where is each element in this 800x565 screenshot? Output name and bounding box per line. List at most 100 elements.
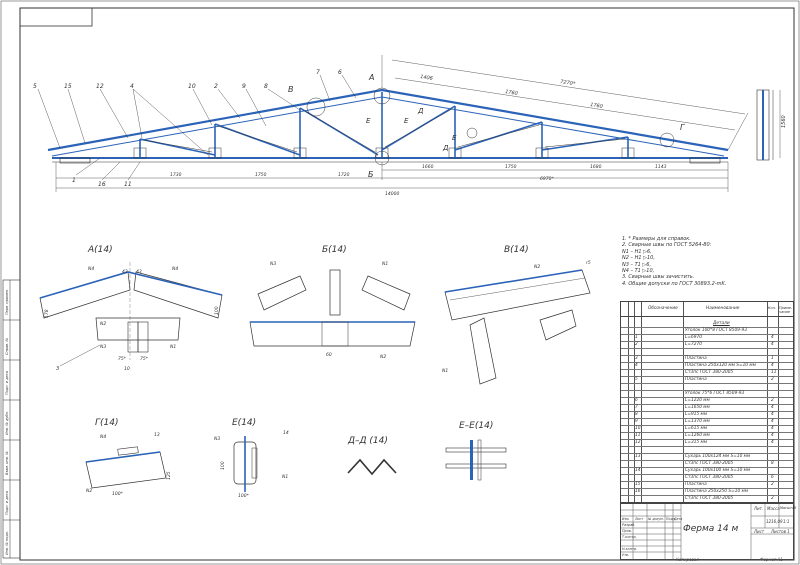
stamp-role: Т.контр. xyxy=(622,535,637,539)
truss-main-view: 1406 1760 1760 7270* 1560 1730 1750 1720… xyxy=(33,55,787,197)
detail-g: Г(14) N4 13 N2 100* 125 xyxy=(85,418,172,497)
side-stamp-label: Справ. № xyxy=(5,338,9,355)
note-line: 2. Сварные швы по ГОСТ 5264-80: xyxy=(622,242,712,249)
technical-notes: 1. * Размеры для справок. 2. Сварные швы… xyxy=(622,236,792,287)
callout-15: 15 xyxy=(64,83,72,90)
dim-label: r5 xyxy=(586,260,591,266)
side-stamp-label: Подп. и дата xyxy=(5,371,9,395)
stamp-sheet: Лист xyxy=(754,529,765,534)
detail-e-title: Е(14) xyxy=(232,418,256,428)
view-letter-a: А xyxy=(368,73,374,82)
note-line: 3. Сварные швы зачистить. xyxy=(622,274,695,281)
detail-ee-title: Е–Е(14) xyxy=(459,421,493,431)
view-letter-e: Е xyxy=(404,117,409,125)
callout-16: 16 xyxy=(98,181,106,188)
spec-header-designation: Обозначение xyxy=(648,306,678,311)
stamp-role: Утв. xyxy=(622,553,630,557)
drawing-title: Ферма 14 м xyxy=(683,524,739,534)
callout-9: 9 xyxy=(242,83,246,90)
dim-label: 75* xyxy=(118,356,127,362)
weld-label: N2 xyxy=(86,488,92,494)
spec-header-qty: Кол. xyxy=(768,306,776,310)
weld-label: N3 xyxy=(214,436,220,442)
title-block-grid xyxy=(621,504,793,559)
support-left xyxy=(59,157,91,164)
table-row xyxy=(621,348,793,357)
weld-label: N1 xyxy=(170,344,176,350)
stamp-role: Разраб. xyxy=(622,523,636,527)
side-stamp-label: Взам. инв. № xyxy=(5,451,9,475)
view-letter-e: Е xyxy=(452,134,457,142)
table-row: Уголок 75*6 ГОСТ 8509-93 xyxy=(621,390,793,399)
stamp-role: Н.контр. xyxy=(622,547,638,551)
stamp-scale-value: 1:1 xyxy=(783,519,790,524)
table-row xyxy=(621,446,793,455)
detail-ee: Е–Е(14) xyxy=(445,421,507,481)
support-right xyxy=(689,157,721,164)
stamp-col: Лист xyxy=(635,517,644,521)
dim-label: 1660 xyxy=(422,164,434,170)
stamp-col: Изм. xyxy=(622,517,630,521)
detail-dd: Д–Д (14) xyxy=(347,436,397,476)
detail-dd-title: Д–Д (14) xyxy=(347,436,388,446)
stamp-col: № докум. xyxy=(648,517,664,521)
weld-label: N4 xyxy=(172,266,178,272)
view-letter-d: Д xyxy=(442,144,449,152)
side-stamp-label: Инв. № дубл. xyxy=(5,411,9,435)
note-line: 1. * Размеры для справок. xyxy=(622,236,691,242)
spec-header: Обозначение Наименование Кол. Приме-чани… xyxy=(621,302,793,317)
dim-label: 100* xyxy=(112,491,124,497)
spec-section-row: Детали xyxy=(621,320,793,329)
detail-a: А(14) N4 N4 N2 N3 N1 3 43 43 75* 75* 10 … xyxy=(39,245,223,372)
spec-header-name: Наименование xyxy=(706,306,740,311)
weld-label: N1 xyxy=(282,474,288,480)
weld-label: N1 xyxy=(382,261,388,267)
callout-13: 13 xyxy=(154,432,160,438)
side-stamp-label: Подп. и дата xyxy=(5,491,9,515)
dim-label: 1720 xyxy=(338,172,350,178)
detail-v-title: В(14) xyxy=(504,245,529,255)
stamp-col: Дата xyxy=(674,517,683,521)
note-line: N1 – H1 ▷6, xyxy=(622,248,652,255)
stamp-mass-value: 1216,09 xyxy=(766,519,783,524)
footer-copy: Копировал xyxy=(676,557,699,562)
table-row xyxy=(621,383,793,392)
callout-5: 5 xyxy=(33,83,37,90)
dim-label: 1680 xyxy=(590,164,602,170)
dim-label: 1730 xyxy=(170,172,182,178)
detail-a-title: А(14) xyxy=(87,245,113,255)
side-stamp-label: Инв. № подл. xyxy=(5,531,9,555)
weld-label: N4 xyxy=(100,434,106,440)
dim-label: 7270* xyxy=(560,79,576,87)
dim-label: 100 xyxy=(220,461,226,470)
dim-label: 125 xyxy=(166,471,172,480)
callout-11: 11 xyxy=(124,181,132,188)
view-letter-v: В xyxy=(288,85,294,94)
callout-12: 12 xyxy=(96,83,104,90)
specification-table: Обозначение Наименование Кол. Приме-чани… xyxy=(620,301,794,503)
corner-stamp xyxy=(19,7,93,27)
title-block: Ферма 14 м Лит. Масса Масштаб 1216,09 1:… xyxy=(620,503,796,560)
callout-7: 7 xyxy=(316,69,320,76)
detail-b-title: Б(14) xyxy=(322,245,347,255)
weld-label: N1 xyxy=(442,368,448,374)
note-line: N3 – T1 ▷6, xyxy=(622,261,652,268)
detail-circle-g xyxy=(659,132,675,148)
